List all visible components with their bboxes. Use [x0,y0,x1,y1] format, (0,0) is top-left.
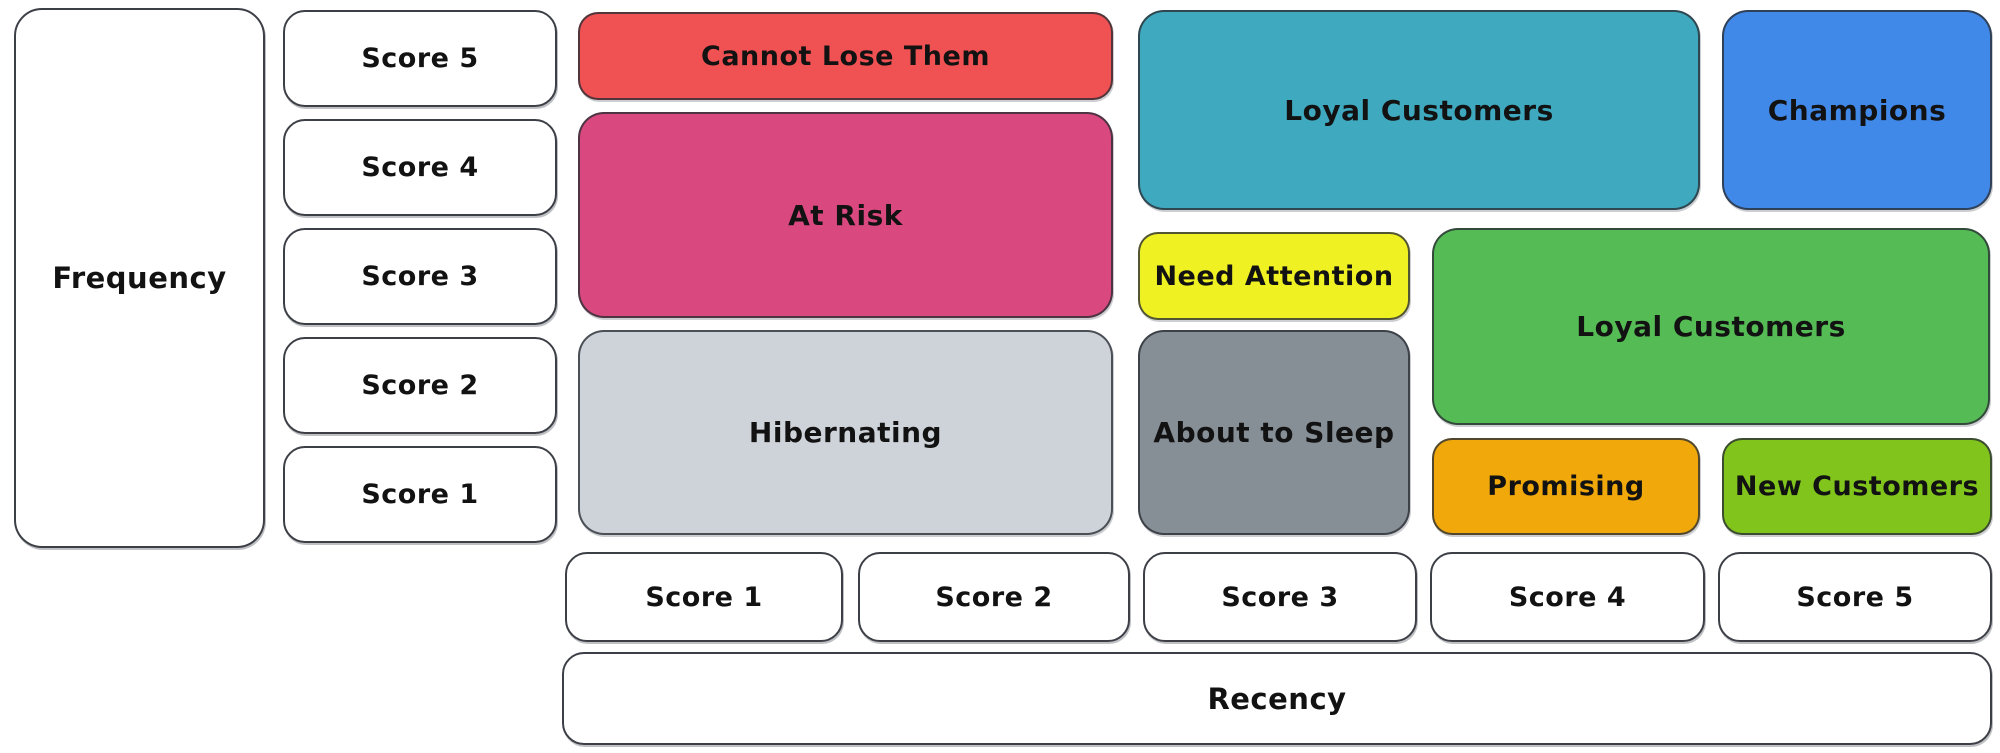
recency-score-5: Score 5 [1718,552,1992,642]
segment-new-customers-label: New Customers [1734,471,1980,502]
frequency-score-5: Score 5 [283,10,557,107]
frequency-score-1-label: Score 1 [361,479,479,510]
segment-loyal-customers-green: Loyal Customers [1432,228,1990,425]
recency-score-1-label: Score 1 [645,581,763,613]
segment-new-customers: New Customers [1722,438,1992,535]
frequency-score-5-label: Score 5 [361,43,479,74]
segment-loyal-customers-teal-label: Loyal Customers [1284,93,1554,127]
segment-promising-label: Promising [1487,471,1645,502]
recency-score-3-label: Score 3 [1221,581,1339,613]
segment-champions: Champions [1722,10,1992,210]
frequency-axis-label-box: Frequency [14,8,265,548]
segment-loyal-customers-green-label: Loyal Customers [1576,310,1846,343]
recency-axis-label-box: Recency [562,652,1992,745]
segment-need-attention: Need Attention [1138,232,1410,320]
segment-champions-label: Champions [1767,93,1947,127]
segment-cannot-lose-them: Cannot Lose Them [578,12,1113,100]
frequency-score-4: Score 4 [283,119,557,216]
segment-about-to-sleep: About to Sleep [1138,330,1410,535]
recency-score-4: Score 4 [1430,552,1705,642]
segment-hibernating: Hibernating [578,330,1113,535]
frequency-score-1: Score 1 [283,446,557,543]
frequency-score-3: Score 3 [283,228,557,325]
segment-loyal-customers-teal: Loyal Customers [1138,10,1700,210]
frequency-score-4-label: Score 4 [361,152,479,183]
frequency-score-2: Score 2 [283,337,557,434]
recency-score-2-label: Score 2 [935,581,1053,613]
segment-promising: Promising [1432,438,1700,535]
frequency-axis-label: Frequency [52,261,227,295]
frequency-score-3-label: Score 3 [361,261,479,292]
frequency-score-2-label: Score 2 [361,370,479,401]
recency-score-5-label: Score 5 [1796,581,1914,613]
recency-score-3: Score 3 [1143,552,1417,642]
recency-score-2: Score 2 [858,552,1130,642]
recency-score-4-label: Score 4 [1508,581,1627,613]
recency-axis-label: Recency [1207,681,1347,716]
segment-at-risk: At Risk [578,112,1113,318]
segment-cannot-lose-them-label: Cannot Lose Them [701,40,990,72]
recency-score-1: Score 1 [565,552,843,642]
segment-need-attention-label: Need Attention [1154,260,1394,292]
segment-at-risk-label: At Risk [788,198,903,232]
segment-about-to-sleep-label: About to Sleep [1153,416,1395,449]
segment-hibernating-label: Hibernating [748,416,943,449]
